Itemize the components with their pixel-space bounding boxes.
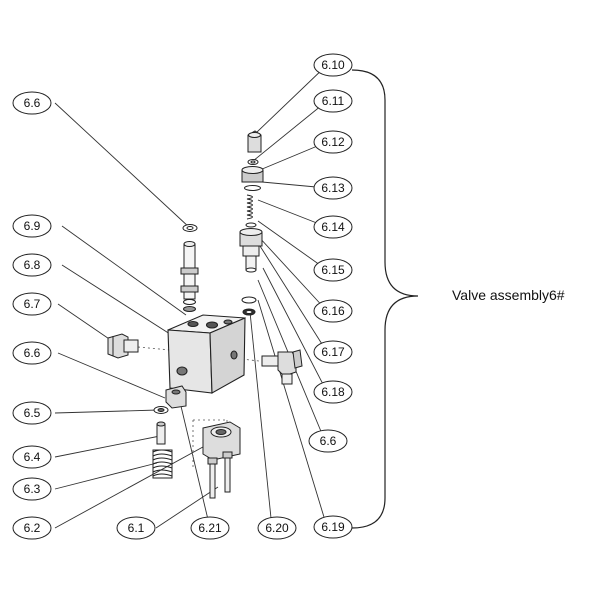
leader-6-19 [257, 299, 328, 528]
callout-6-10: 6.10 [313, 53, 353, 77]
leader-6-9 [61, 225, 187, 316]
leader-6-16 [257, 235, 328, 312]
callout-6-14: 6.14 [313, 215, 353, 239]
leader-6-2 [54, 441, 213, 529]
callout-bubble [12, 445, 52, 469]
callout-label: 6.3 [24, 482, 41, 496]
callout-label: 6.11 [322, 94, 345, 108]
callout-6-9: 6.9 [12, 214, 52, 238]
callout-bubble [12, 516, 52, 540]
callout-bubble [12, 401, 52, 425]
callout-bubble [313, 89, 353, 113]
callout-bubble [313, 515, 353, 539]
leader-6-5 [54, 409, 159, 414]
callout-6-15: 6.15 [313, 258, 353, 282]
callout-label: 6.4 [24, 450, 41, 464]
elbow-fitting-6-18 [261, 349, 303, 385]
leader-6-6-left [57, 352, 166, 399]
valve-body-6-8 [167, 314, 246, 394]
callout-label: 6.13 [321, 181, 345, 195]
callout-bubble [313, 215, 353, 239]
leader-6-20 [249, 311, 273, 529]
callout-6-2: 6.2 [12, 516, 52, 540]
fitting-6-7 [107, 333, 139, 359]
leader-6-3 [54, 462, 158, 490]
callout-label: 6.6 [24, 96, 41, 110]
callout-label: 6.16 [321, 304, 345, 318]
callout-6-21: 6.21 [190, 516, 230, 540]
callout-6-13: 6.13 [313, 176, 353, 200]
callout-6-7: 6.7 [12, 292, 52, 316]
callout-bubble [313, 53, 353, 77]
leader-6-10 [256, 64, 328, 133]
callout-6-19: 6.19 [313, 515, 353, 539]
callout-bubble [12, 292, 52, 316]
callout-bubble [12, 91, 52, 115]
callout-label: 6.19 [321, 520, 345, 534]
callout-6-1: 6.1 [116, 516, 156, 540]
callout-label: 6.20 [265, 521, 289, 535]
callout-bubble [313, 176, 353, 200]
callout-6-11: 6.11 [313, 89, 353, 113]
assembly-label: Valve assembly6# [452, 287, 565, 303]
callout-6-6-left: 6.6 [12, 341, 52, 365]
leader-6-4 [54, 435, 161, 458]
callout-6-18: 6.18 [313, 380, 353, 404]
callout-label: 6.6 [24, 346, 41, 360]
leader-6-21 [179, 401, 211, 529]
callout-bubble [12, 341, 52, 365]
callout-label: 6.8 [24, 258, 41, 272]
callout-bubble [313, 299, 353, 323]
callout-label: 6.2 [24, 521, 41, 535]
callout-label: 6.7 [24, 297, 41, 311]
callout-label: 6.15 [321, 263, 345, 277]
callout-bubble [313, 258, 353, 282]
callout-6-3: 6.3 [12, 477, 52, 501]
callout-bubble [190, 516, 230, 540]
callout-label: 6.9 [24, 219, 41, 233]
relief-valve-stack [239, 130, 264, 316]
leader-6-11 [252, 100, 328, 162]
callout-bubble [257, 516, 297, 540]
callout-6-17: 6.17 [313, 340, 353, 364]
leader-6-12 [254, 141, 328, 173]
callout-label: 6.18 [321, 385, 345, 399]
callout-label: 6.21 [198, 521, 222, 535]
callout-label: 6.5 [24, 406, 41, 420]
callout-label: 6.1 [128, 521, 145, 535]
callout-label: 6.12 [321, 135, 345, 149]
callout-label: 6.10 [321, 58, 345, 72]
callout-bubble [12, 253, 52, 277]
callout-bubble [308, 429, 348, 453]
leader-6-1 [155, 486, 219, 529]
leader-6-15 [257, 220, 328, 271]
callout-6-20: 6.20 [257, 516, 297, 540]
callout-bubble [12, 214, 52, 238]
callout-label: 6.6 [320, 434, 337, 448]
callout-6-12: 6.12 [313, 130, 353, 154]
callout-label: 6.14 [321, 220, 345, 234]
callout-bubble [313, 380, 353, 404]
callout-6-4: 6.4 [12, 445, 52, 469]
leader-6-6-top [54, 102, 191, 229]
callout-label: 6.17 [321, 345, 345, 359]
leader-6-18 [262, 267, 328, 393]
callout-6-5: 6.5 [12, 401, 52, 425]
callout-bubble [12, 477, 52, 501]
callout-bubble [116, 516, 156, 540]
callout-group: 6.10 6.11 6.12 6.13 6.14 6.15 6.16 6.17 6.18 6.6 6… [12, 53, 353, 540]
callout-6-8: 6.8 [12, 253, 52, 277]
callout-6-6-top: 6.6 [12, 91, 52, 115]
assembly-brace [351, 69, 419, 529]
spool-6-9 [180, 224, 199, 312]
callout-6-6-right: 6.6 [308, 429, 348, 453]
callout-6-16: 6.16 [313, 299, 353, 323]
callout-bubble [313, 130, 353, 154]
lower-parts [152, 385, 241, 499]
callout-bubble [313, 340, 353, 364]
leader-6-17 [259, 245, 328, 353]
